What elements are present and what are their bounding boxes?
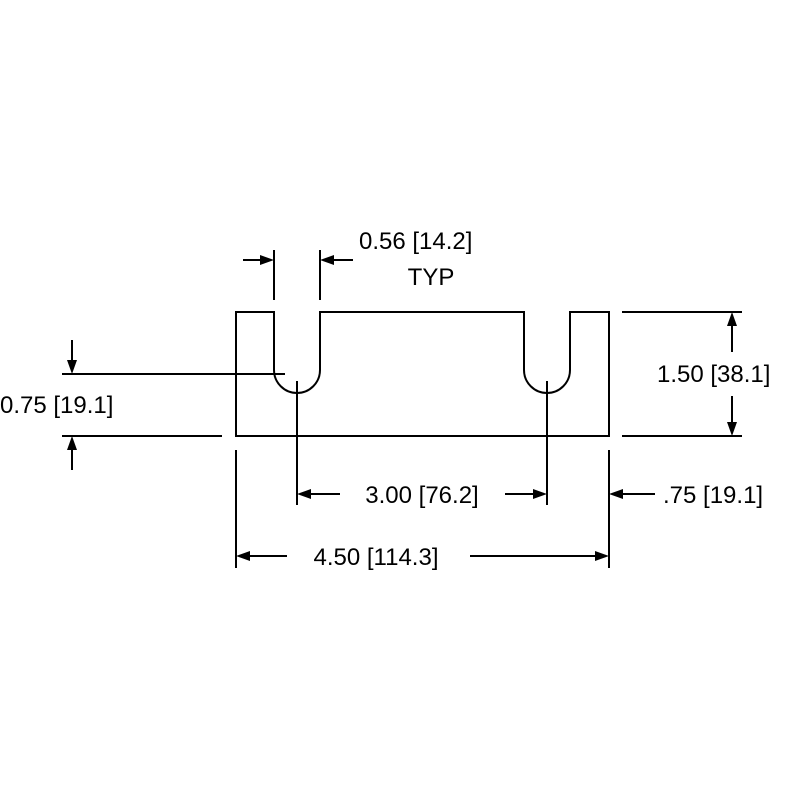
arrow-height-bottom <box>727 422 737 436</box>
arrow-slot-width-left <box>260 255 274 265</box>
dim-edge-offset-label: .75 [19.1] <box>663 482 763 509</box>
dim-slot-width-note: TYP <box>408 264 455 291</box>
arrow-edge-offset <box>609 489 623 499</box>
arrow-slot-depth-top <box>67 360 77 374</box>
arrow-slot-depth-bottom <box>67 436 77 450</box>
arrow-slot-width-right <box>320 255 334 265</box>
dim-slot-spacing-label: 3.00 [76.2] <box>365 482 478 509</box>
arrow-height-top <box>727 312 737 326</box>
part-outline <box>235 311 610 437</box>
arrow-overall-right <box>595 551 609 561</box>
dim-slot-depth-label: 0.75 [19.1] <box>0 392 113 419</box>
arrow-spacing-left <box>297 489 311 499</box>
dim-slot-width-label: 0.56 [14.2] <box>359 228 472 255</box>
arrow-overall-left <box>236 551 250 561</box>
dim-height-label: 1.50 [38.1] <box>657 361 770 388</box>
dim-overall-width-label: 4.50 [114.3] <box>314 544 439 571</box>
arrow-spacing-right <box>533 489 547 499</box>
